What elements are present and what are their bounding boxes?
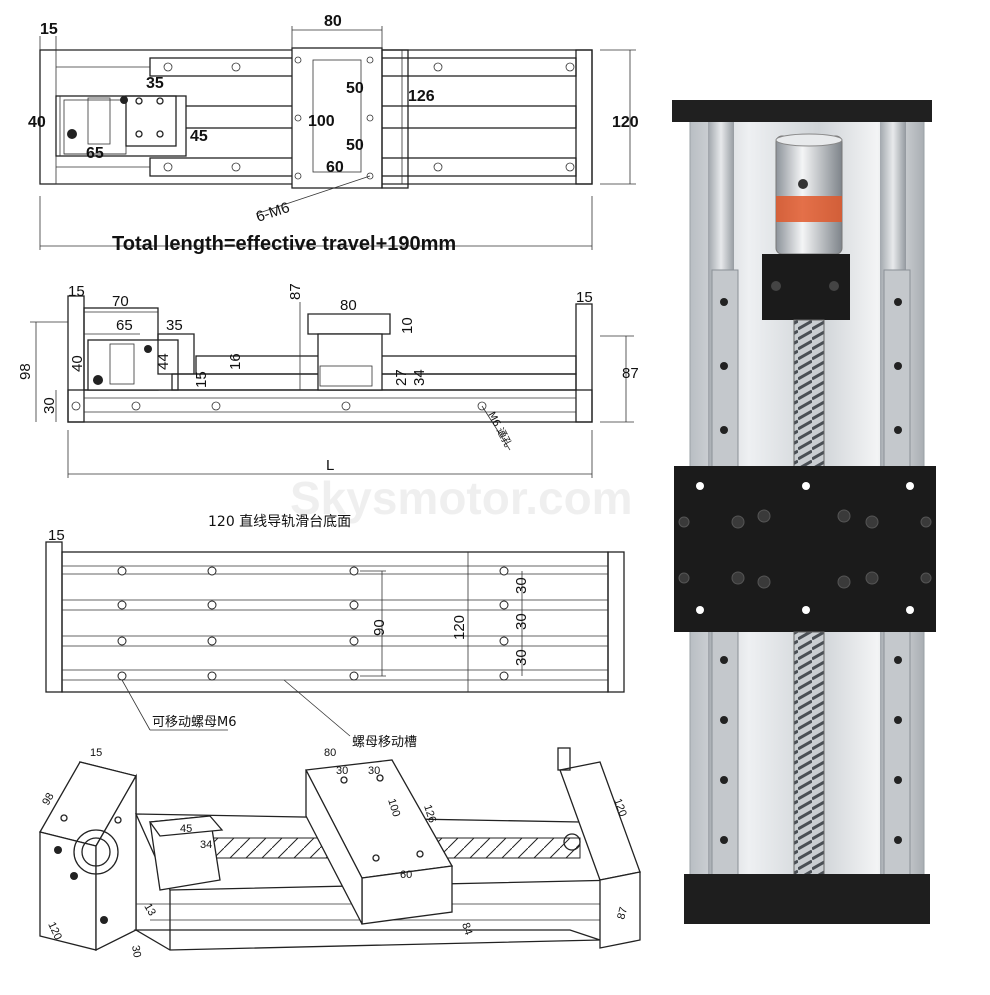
side-dim-87: 87 [622, 365, 639, 382]
side-dim-98: 98 [17, 363, 34, 380]
iso-dim-87: 87 [615, 906, 630, 921]
side-dim-27: 27 [393, 369, 410, 386]
base-dim-30b: 30 [513, 613, 530, 630]
side-dim-16: 16 [227, 353, 244, 370]
iso-dim-84: 84 [459, 921, 474, 936]
iso-dim-30b: 30 [368, 765, 380, 777]
side-dim-L: L [326, 457, 334, 474]
iso-dim-15: 15 [90, 747, 102, 759]
top-dim-126: 126 [408, 88, 435, 105]
side-dim-80: 80 [340, 297, 357, 314]
top-dim-40: 40 [28, 114, 46, 131]
top-dim-65: 65 [86, 145, 104, 162]
side-dim-35: 35 [166, 317, 183, 334]
total-length-note: Total length=effective travel+190mm [112, 233, 456, 255]
side-dim-10: 10 [399, 317, 416, 334]
iso-dim-30a: 30 [336, 765, 348, 777]
top-dim-80: 80 [324, 13, 342, 30]
side-dim-65: 65 [116, 317, 133, 334]
iso-dim-98: 98 [40, 791, 57, 808]
side-dim-15-left: 15 [68, 283, 85, 300]
iso-dim-120-right: 120 [611, 797, 629, 818]
side-dim-70: 70 [112, 293, 129, 310]
iso-dim-60: 60 [400, 869, 412, 881]
top-dim-120: 120 [612, 114, 639, 131]
top-dim-100: 100 [308, 113, 335, 130]
top-dim-45: 45 [190, 128, 208, 145]
top-dim-50a: 50 [346, 80, 364, 97]
watermark-center: Skysmotor.com [290, 472, 633, 524]
iso-dim-126: 126 [421, 803, 438, 824]
iso-dim-34: 34 [200, 839, 212, 851]
side-hole-callout: M6 通孔 [485, 410, 514, 449]
side-dim-15-shaft: 15 [193, 371, 210, 388]
side-dim-40: 40 [69, 355, 86, 372]
iso-dim-80: 80 [324, 747, 336, 759]
base-dim-120: 120 [451, 615, 468, 640]
side-dim-15-right: 15 [576, 289, 593, 306]
base-dim-90: 90 [371, 619, 388, 636]
top-dim-50b: 50 [346, 137, 364, 154]
side-dim-87-top: 87 [287, 283, 304, 300]
base-view-drawing: 120 直线导轨滑台底面 15 90 120 30 30 30 可移动螺母M [45, 513, 625, 750]
side-view-drawing: 15 70 65 35 87 80 10 15 98 40 44 16 15 2… [17, 283, 639, 478]
iso-dim-13: 13 [141, 902, 158, 919]
top-dim-35: 35 [146, 75, 164, 92]
top-hole-callout: 6-M6 [254, 199, 292, 226]
base-dim-30c: 30 [513, 649, 530, 666]
side-dim-44: 44 [155, 353, 172, 370]
isometric-drawing: 15 98 120 45 34 13 80 30 30 100 126 60 1… [39, 747, 641, 959]
top-view-drawing: 15 80 35 40 45 65 100 50 50 60 126 120 6… [28, 13, 639, 255]
top-dim-60: 60 [326, 159, 344, 176]
base-dim-15: 15 [48, 527, 65, 544]
iso-dim-30c: 30 [129, 944, 143, 958]
product-photo [672, 100, 936, 924]
top-dim-15: 15 [40, 21, 58, 38]
base-dim-30a: 30 [513, 577, 530, 594]
base-label-nut: 可移动螺母M6 [152, 715, 237, 730]
base-label-slot: 螺母移动槽 [352, 735, 417, 750]
base-view-title: 120 直线导轨滑台底面 [208, 513, 351, 530]
side-dim-30: 30 [41, 397, 58, 414]
side-dim-34: 34 [411, 369, 428, 386]
iso-dim-45: 45 [180, 823, 192, 835]
iso-dim-100: 100 [385, 797, 402, 818]
